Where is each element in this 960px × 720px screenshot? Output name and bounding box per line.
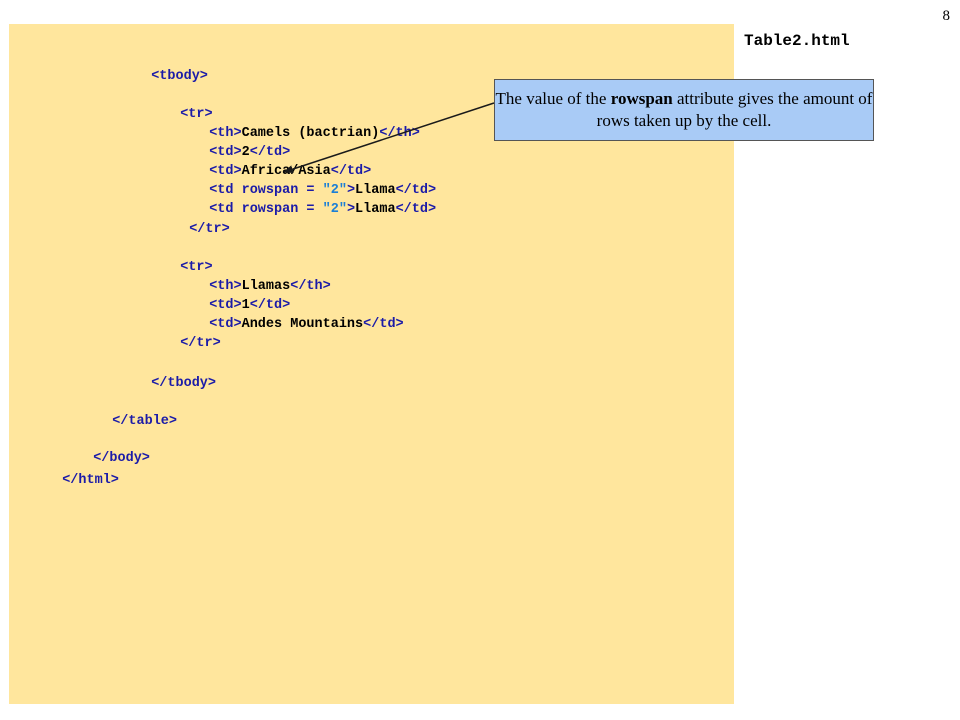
tag: <td rowspan =	[209, 183, 323, 198]
tag: </table>	[112, 414, 178, 429]
code-line-td-2: <td>2</td>	[193, 126, 290, 162]
tag: </td>	[395, 183, 437, 198]
attribute-value: "2"	[322, 183, 347, 198]
code-line-td-rowspan-2: <td rowspan = "2">Llama</td>	[193, 183, 436, 219]
callout-text-post: attribute gives the amount of rows taken…	[596, 89, 873, 130]
code-line-tr-open-1: <tr>	[164, 88, 213, 124]
tag: </tr>	[189, 222, 230, 237]
code-line-td-andes: <td>Andes Mountains</td>	[193, 298, 404, 334]
tag: </body>	[93, 451, 150, 466]
file-title: Table2.html	[744, 32, 850, 50]
cell-text: Andes Mountains	[241, 317, 364, 332]
tag: <tbody>	[151, 69, 208, 84]
tag: >	[346, 202, 356, 217]
tag: <tr>	[180, 260, 213, 275]
code-line-body-close: </body>	[77, 432, 150, 468]
page-number: 8	[942, 8, 951, 24]
attribute-value: "2"	[322, 202, 347, 217]
cell-text: 2	[241, 145, 250, 160]
cell-text: Llama	[355, 202, 396, 217]
tag: </th>	[379, 126, 420, 141]
tag: <th>	[209, 126, 242, 141]
tag: </td>	[363, 317, 404, 332]
callout-box: The value of the rowspan attribute gives…	[494, 79, 874, 141]
code-line-tr-close-2: </tr>	[164, 317, 221, 353]
cell-text: 1	[241, 298, 250, 313]
tag: </td>	[249, 145, 291, 160]
callout-text-pre: The value of the	[495, 89, 611, 108]
tag: <th>	[209, 279, 242, 294]
tag: >	[346, 183, 356, 198]
code-line-tr-close-1: </tr>	[173, 203, 230, 239]
tag: </html>	[62, 473, 119, 488]
tag: </td>	[249, 298, 291, 313]
tag: </th>	[290, 279, 331, 294]
code-line-td-rowspan-1: <td rowspan = "2">Llama</td>	[193, 164, 436, 200]
code-line-table-close: </table>	[96, 395, 177, 431]
callout-text-bold: rowspan	[610, 89, 673, 108]
tag: </tr>	[180, 336, 221, 351]
tag: </td>	[395, 202, 437, 217]
tag: <td>	[209, 298, 242, 313]
code-line-tbody-close: </tbody>	[135, 357, 216, 393]
code-line-th-llamas: <th>Llamas</th>	[193, 260, 331, 296]
code-line-tr-open-2: <tr>	[164, 241, 213, 277]
cell-text: Llamas	[241, 279, 291, 294]
tag: <td>	[209, 164, 242, 179]
tag: <td rowspan =	[209, 202, 323, 217]
cell-text: Llama	[355, 183, 396, 198]
tag: </tbody>	[151, 376, 217, 391]
tag: <td>	[209, 145, 242, 160]
code-line-td-1: <td>1</td>	[193, 279, 290, 315]
tag: <td>	[209, 317, 242, 332]
code-line-html-close: </html>	[46, 454, 119, 490]
code-line-tbody-open: <tbody>	[135, 50, 208, 86]
tag: <tr>	[180, 107, 213, 122]
